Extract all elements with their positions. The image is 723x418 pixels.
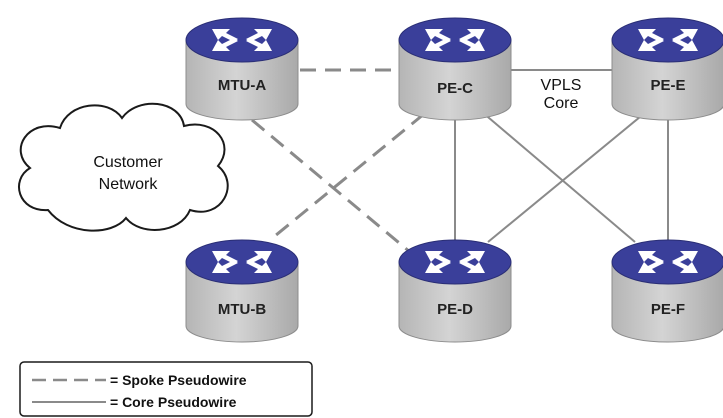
- router-arrows-icon: [398, 239, 512, 343]
- spoke-link-mtu-a-pe-d: [251, 118, 411, 254]
- core-link-pe-c-pe-f: [481, 111, 636, 243]
- legend-spoke-label: = Spoke Pseudowire: [110, 372, 247, 388]
- legend: = Spoke Pseudowire = Core Pseudowire: [19, 361, 313, 417]
- router-label: MTU-A: [218, 77, 266, 94]
- cloud-label-line2: Network: [99, 176, 159, 193]
- router-mtu-b: MTU-B: [185, 239, 299, 343]
- router-arrows-icon: [398, 17, 512, 121]
- customer-network-cloud: Customer Network: [18, 102, 229, 232]
- router-arrows-icon: [185, 17, 299, 121]
- router-pe-f: PE-F: [611, 239, 723, 343]
- spoke-pseudowires: [251, 68, 425, 254]
- core-link-pe-e-pe-d: [487, 111, 647, 243]
- router-pe-e: PE-E: [611, 17, 723, 121]
- legend-core-label: = Core Pseudowire: [110, 394, 237, 410]
- router-arrows-icon: [611, 239, 723, 343]
- core-pseudowires: [454, 69, 669, 243]
- core-label-line2: Core: [544, 95, 579, 112]
- cloud-label-line1: Customer: [93, 154, 163, 171]
- router-label: PE-C: [437, 80, 473, 97]
- spoke-link-pe-c-mtu-b: [269, 112, 425, 242]
- vpls-core-label: VPLS Core: [541, 77, 582, 112]
- router-pe-d: PE-D: [398, 239, 512, 343]
- core-label-line1: VPLS: [541, 77, 582, 94]
- router-label: PE-F: [651, 301, 685, 318]
- router-arrows-icon: [185, 239, 299, 343]
- router-mtu-a: MTU-A: [185, 17, 299, 121]
- router-arrows-icon: [611, 17, 723, 121]
- router-label: PE-E: [650, 77, 685, 94]
- router-label: MTU-B: [218, 301, 266, 318]
- router-pe-c: PE-C: [398, 17, 512, 121]
- router-label: PE-D: [437, 301, 473, 318]
